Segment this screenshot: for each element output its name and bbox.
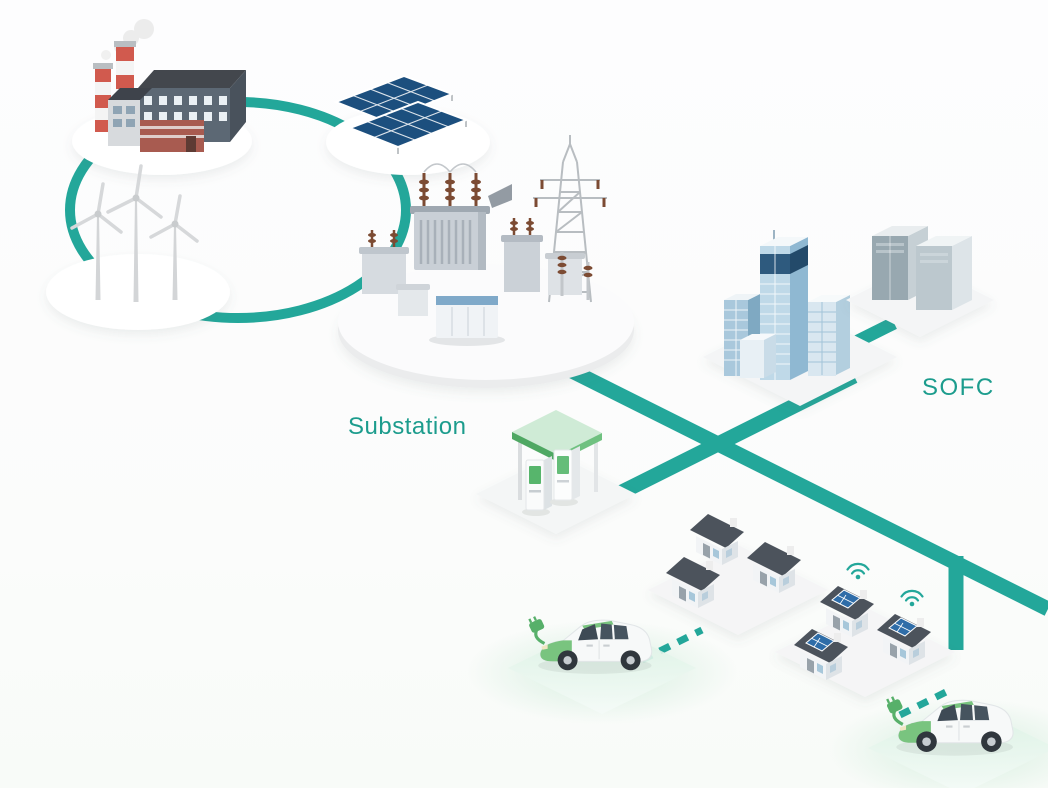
ev-right-group <box>868 692 1048 788</box>
factory-windows <box>144 96 227 121</box>
wind-turbines-icon <box>70 164 199 302</box>
houses-group <box>648 514 828 635</box>
power-line-main <box>554 357 1048 616</box>
ev-left-group <box>508 612 696 714</box>
substation-label: Substation <box>348 413 466 440</box>
office-buildings-group <box>703 230 897 406</box>
wind-group <box>46 164 230 330</box>
power-plant-icon <box>93 19 246 152</box>
sofc-group: SOFC <box>846 226 995 401</box>
dashed-connector-right-car <box>898 686 952 719</box>
sofc-units-icon <box>872 226 972 310</box>
dashed-connectors <box>640 626 952 719</box>
ev-charging-station-icon <box>512 410 602 516</box>
solar-panels-icon <box>333 74 469 154</box>
power-plant-group <box>72 19 252 175</box>
sofc-label: SOFC <box>922 374 995 401</box>
office-buildings-icon <box>724 230 850 380</box>
house-icon <box>690 514 744 565</box>
substation-icon <box>359 163 593 346</box>
control-cabinet-icon <box>429 296 505 346</box>
chimney-icon <box>93 63 113 132</box>
wifi-icon <box>846 562 870 581</box>
ev-charging-group <box>476 410 636 534</box>
switchgear-icon <box>359 230 430 316</box>
solar-group <box>326 74 490 175</box>
wifi-icon <box>900 589 924 608</box>
smart-houses-group <box>775 562 955 697</box>
transformer-icon <box>410 163 512 270</box>
substation-group <box>338 135 634 388</box>
switchgear-icon <box>501 218 593 300</box>
